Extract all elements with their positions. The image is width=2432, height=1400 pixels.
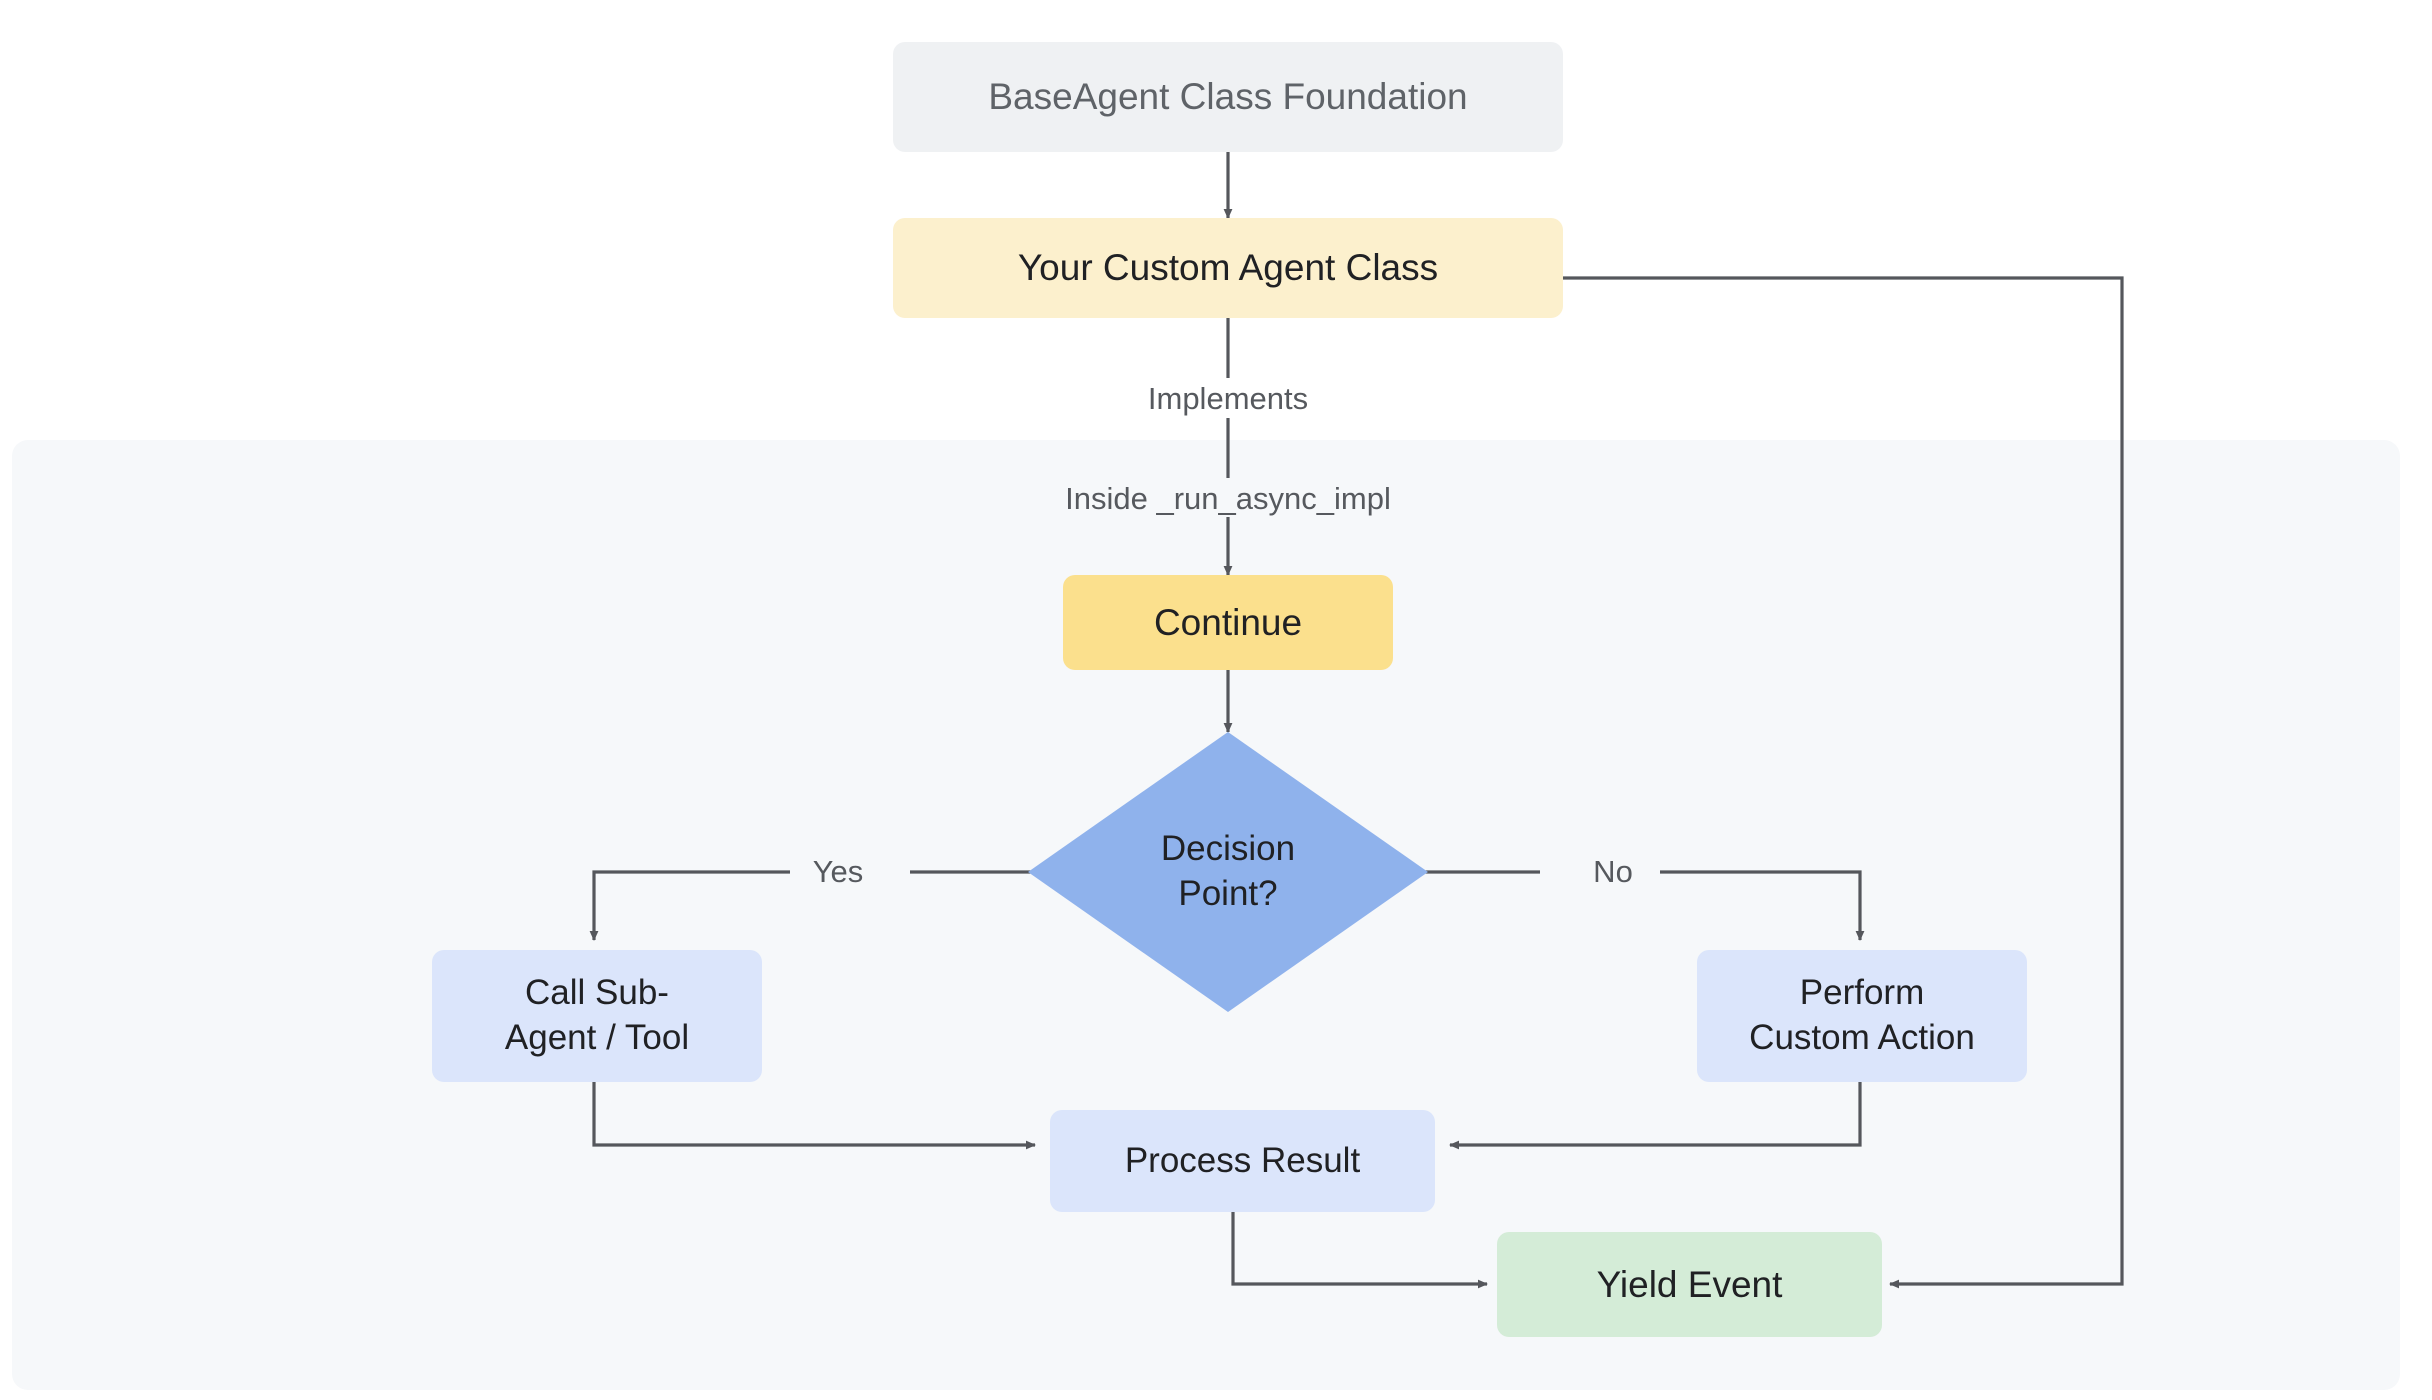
node-perform-custom-action[interactable]: Perform Custom Action bbox=[1697, 950, 2027, 1082]
node-yield-event[interactable]: Yield Event bbox=[1497, 1232, 1882, 1337]
node-call-sub-agent-tool[interactable]: Call Sub- Agent / Tool bbox=[432, 950, 762, 1082]
edge-label-implements: Implements bbox=[1139, 381, 1317, 417]
node-decision-point-label: Decision Point? bbox=[1160, 829, 1296, 913]
edge-label-yes: Yes bbox=[804, 854, 872, 890]
node-your-custom-agent-class[interactable]: Your Custom Agent Class bbox=[893, 218, 1563, 318]
node-process-result[interactable]: Process Result bbox=[1050, 1110, 1435, 1212]
node-decision-point[interactable]: Decision Point? bbox=[1028, 732, 1428, 1012]
diamond-shape bbox=[1028, 732, 1428, 1012]
node-continue[interactable]: Continue bbox=[1063, 575, 1393, 670]
edge-label-no: No bbox=[1585, 854, 1641, 890]
node-base-agent-class-foundation[interactable]: BaseAgent Class Foundation bbox=[893, 42, 1563, 152]
edge-label-inside-run-async-impl: Inside _run_async_impl bbox=[1057, 481, 1399, 517]
